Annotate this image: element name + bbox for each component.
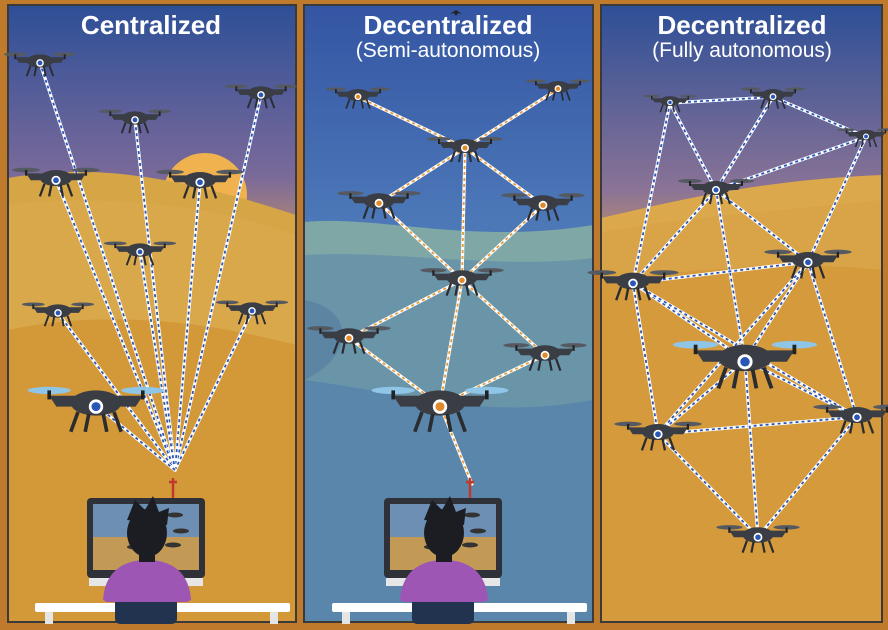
drone-icon: [427, 137, 503, 163]
drone-icon: [672, 340, 818, 390]
drone-icon: [587, 270, 679, 301]
distant-drone-icon: [450, 10, 462, 16]
drone-icon: [3, 52, 77, 77]
link-line: [743, 260, 810, 362]
drone-icon: [525, 79, 591, 101]
link-line: [631, 101, 672, 285]
link-line: [656, 358, 747, 436]
drone-icon: [614, 421, 702, 451]
link-line: [668, 95, 775, 105]
title-fully-autonomous: Decentralized (Fully autonomous): [597, 10, 887, 62]
drone-icon: [503, 343, 587, 371]
drone-icon: [103, 241, 177, 266]
antenna-icon: [466, 478, 474, 498]
link-line: [714, 188, 747, 362]
link-line: [56, 311, 177, 472]
drone-icon: [156, 169, 244, 199]
operator-icon: [332, 478, 587, 624]
title-centralized: Centralized: [6, 10, 296, 40]
drone-icon: [501, 193, 585, 221]
drone-icon: [371, 386, 509, 433]
drone-icon: [12, 167, 100, 197]
link-line: [756, 415, 859, 539]
link-line: [668, 101, 718, 192]
link-line: [173, 180, 202, 472]
title-semi-autonomous: Decentralized (Semi-autonomous): [303, 10, 593, 62]
antenna-icon: [169, 478, 177, 498]
links-centralized: [38, 61, 263, 472]
link-line: [743, 358, 760, 539]
link-line: [714, 95, 775, 192]
drone-icon: [420, 268, 504, 296]
panel-title: Decentralized: [657, 10, 827, 40]
operator-icon: [35, 478, 290, 624]
drone-icon: [215, 300, 289, 325]
drone-icon: [27, 386, 165, 433]
drone-icon: [837, 128, 888, 148]
drone-icon: [325, 87, 391, 109]
link-line: [631, 188, 718, 285]
drone-icon: [98, 109, 172, 134]
link-line: [38, 61, 177, 472]
link-line: [806, 260, 859, 419]
drone-icon: [678, 179, 754, 205]
panel-subtitle: (Semi-autonomous): [355, 39, 541, 62]
drone-icon: [21, 302, 95, 327]
link-line: [460, 146, 467, 282]
link-line: [133, 118, 177, 472]
drone-icon: [740, 87, 806, 109]
drone-icon: [337, 191, 421, 219]
link-line: [438, 403, 474, 486]
drones: [3, 52, 888, 553]
link-line: [377, 146, 467, 205]
link-line: [94, 403, 177, 472]
link-line: [438, 278, 464, 407]
panel-subtitle: (Fully autonomous): [652, 39, 832, 62]
panel-fully-autonomous-background: [601, 5, 882, 622]
drone-icon: [307, 326, 391, 354]
panel-title: Centralized: [80, 10, 222, 40]
link-line: [631, 260, 810, 285]
drone-icon: [764, 249, 852, 279]
operators: [35, 478, 587, 624]
drone-icon: [643, 94, 697, 113]
drone-icon: [224, 84, 298, 109]
link-line: [173, 93, 263, 472]
link-line: [138, 250, 177, 472]
link-line: [173, 309, 254, 472]
link-line: [656, 415, 859, 436]
link-line: [714, 188, 810, 264]
link-line: [806, 135, 868, 264]
link-line: [656, 432, 760, 539]
panel-title: Decentralized: [363, 10, 533, 40]
link-line: [54, 178, 177, 472]
drone-icon: [716, 525, 800, 553]
drone-icon: [813, 404, 888, 434]
link-line: [631, 281, 660, 436]
